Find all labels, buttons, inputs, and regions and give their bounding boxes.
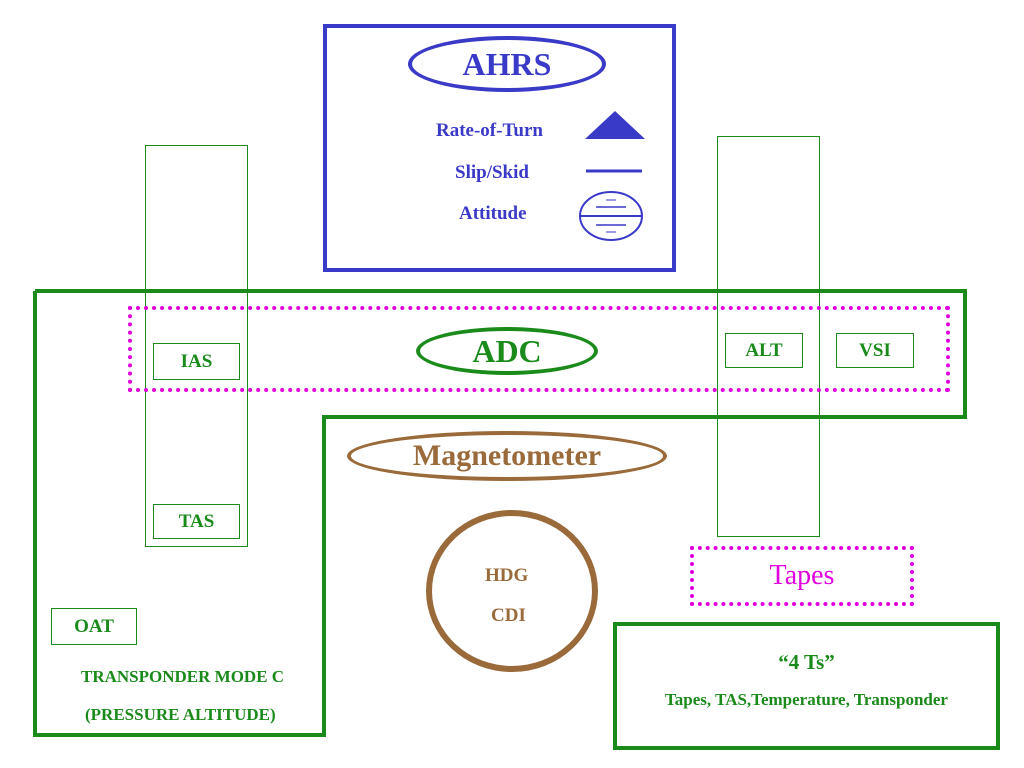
adc-outline [33,289,967,737]
pressure-altitude-label: (PRESSURE ALTITUDE) [85,705,276,724]
oat-box: OAT [51,608,137,645]
ahrs-box [323,24,676,272]
adc-title: ADC [416,327,598,375]
slip-skid-label: Slip/Skid [455,162,529,183]
four-ts-box [613,622,1000,750]
attitude-indicator-icon [579,191,643,241]
alt-box: ALT [725,333,803,368]
vsi-box: VSI [836,333,914,368]
ahrs-title: AHRS [408,36,606,92]
adc-band [128,306,950,392]
attitude-label: Attitude [459,203,527,224]
hdg-cdi-instrument [426,510,598,672]
speed-tape-strip [145,145,248,547]
four-ts-title: “4 Ts” [778,650,835,674]
magnetometer-title: Magnetometer [347,431,667,481]
transponder-label: TRANSPONDER MODE C [81,667,285,686]
ias-box: IAS [153,343,240,380]
tapes-box: Tapes [690,546,914,606]
altitude-tape-strip [717,136,820,537]
hdg-label: HDG [485,565,529,586]
triangle-icon [585,111,645,139]
cdi-label: CDI [491,605,526,626]
four-ts-subtitle: Tapes, TAS,Temperature, Transponder [665,690,948,709]
rate-of-turn-label: Rate-of-Turn [436,120,543,141]
line-icon [586,169,642,173]
tas-box: TAS [153,504,240,539]
